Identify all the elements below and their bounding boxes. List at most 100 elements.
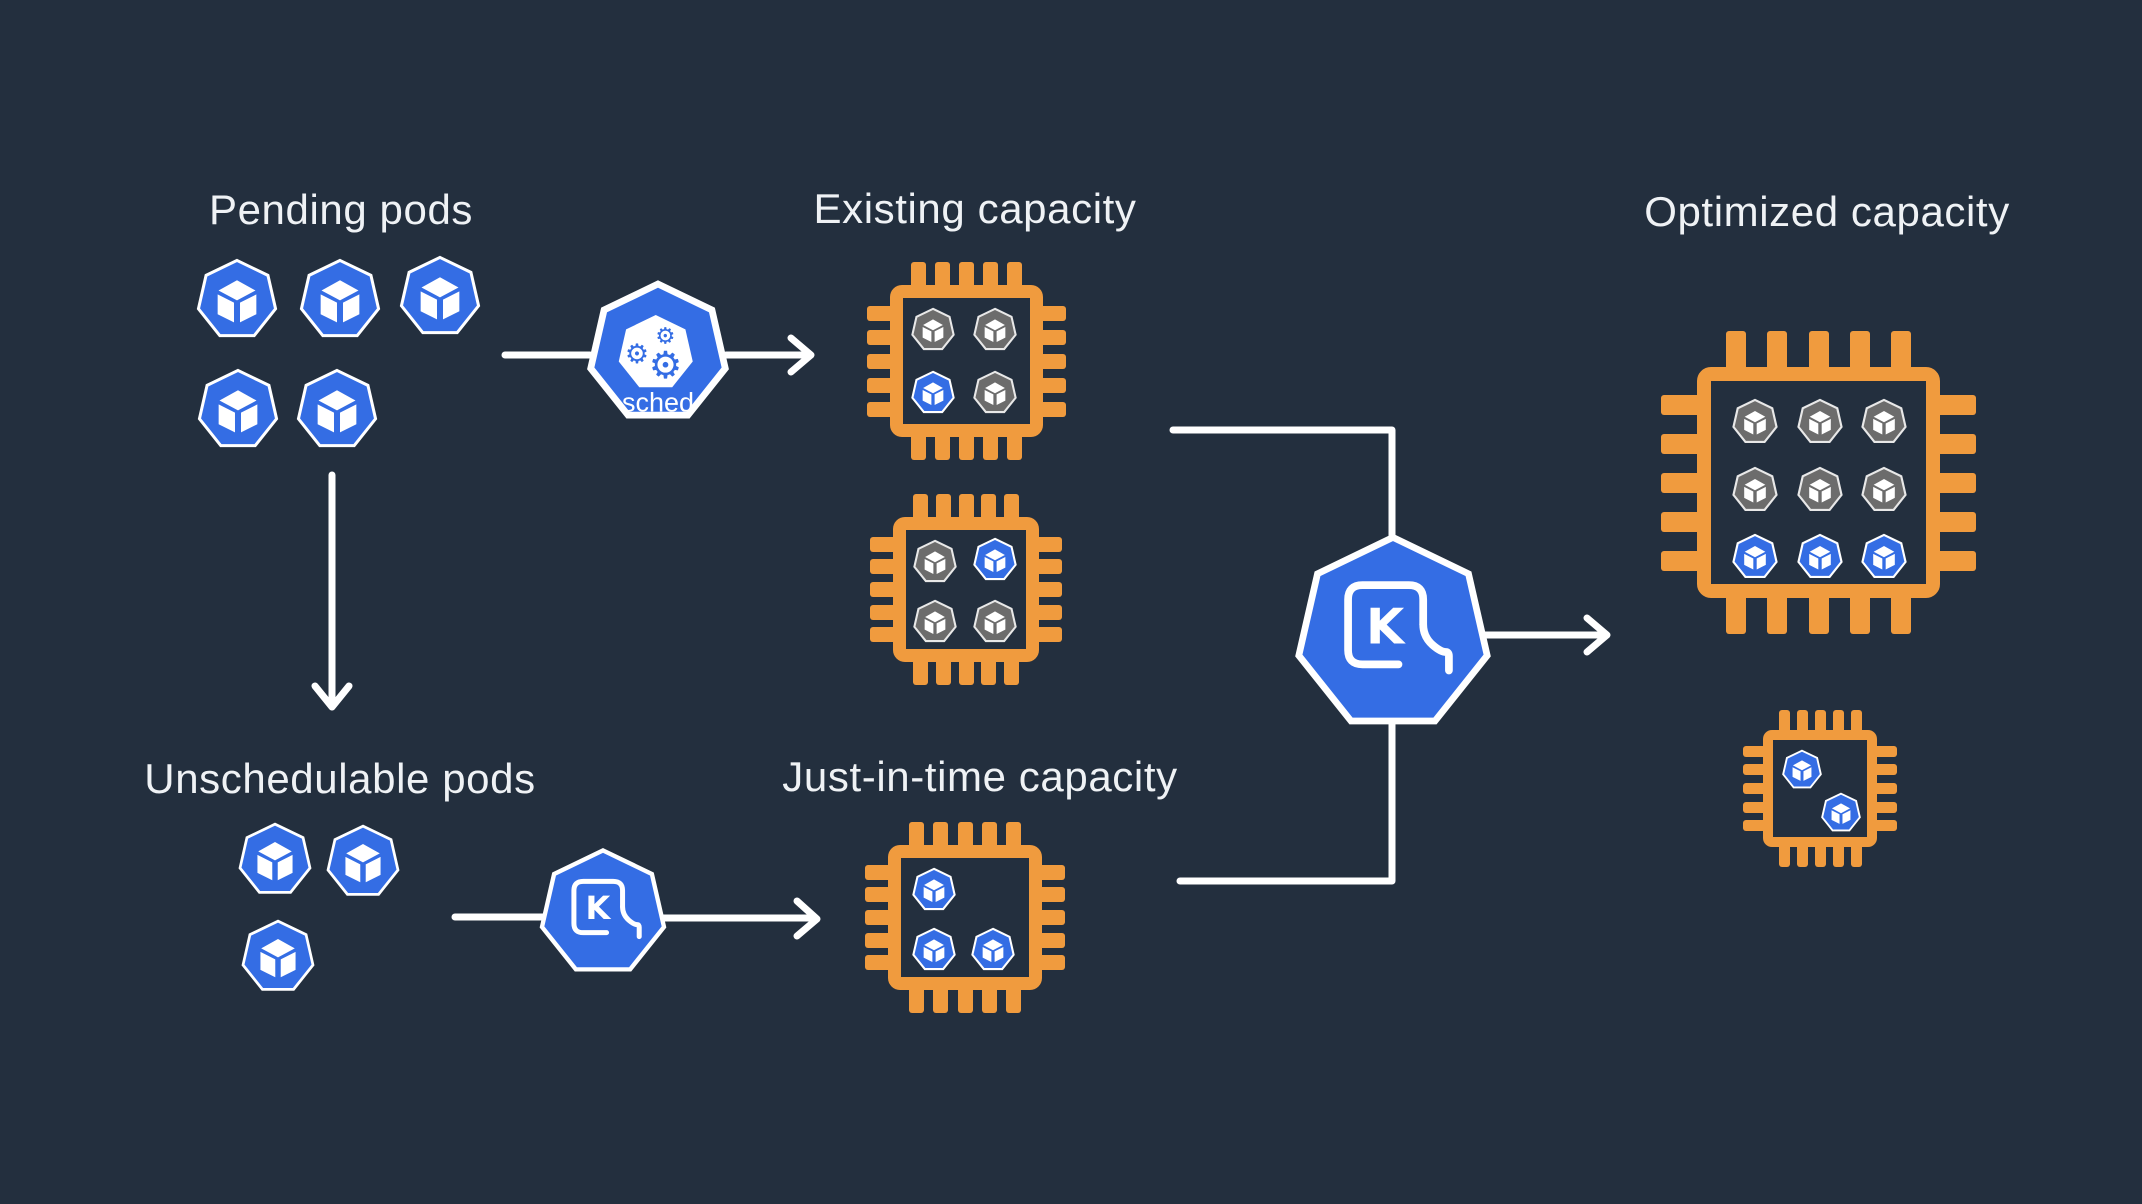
gear-icon: ⚙ (625, 339, 649, 370)
chip-pin (1725, 331, 1746, 373)
chip-pin (1006, 984, 1022, 1013)
pod-icon (238, 822, 312, 894)
chip-pin (910, 262, 926, 291)
pod-icon (973, 599, 1017, 643)
pod-icon (971, 927, 1015, 971)
chip-existing-2-pod (972, 599, 1018, 645)
chip-pin (933, 822, 949, 851)
chip-pin (1849, 592, 1870, 634)
chip-pin (867, 329, 896, 345)
chip-existing-2-pod (912, 599, 958, 645)
chip-optimized-large-pod (1731, 398, 1779, 446)
chip-jit-pod (970, 927, 1016, 973)
chip-pin (1871, 820, 1897, 832)
arrow-karpenter-to-optimized (1476, 614, 1611, 656)
chip-pin (1934, 472, 1976, 493)
pod-icon (913, 599, 957, 643)
chip-pin (1007, 431, 1023, 460)
chip-pin (1037, 353, 1066, 369)
chip-existing-1-pod (910, 370, 956, 416)
chip-pin (867, 353, 896, 369)
chip-optimized-large-pod (1731, 533, 1779, 581)
chip-pin (867, 401, 896, 417)
karpenter-heptagon (539, 848, 667, 972)
pod-icon (299, 258, 381, 338)
chip-pin (865, 864, 894, 880)
arrow-scheduler-to-existing (722, 334, 815, 376)
chip-pin (1871, 801, 1897, 813)
chip-pin (957, 822, 973, 851)
chip-pin (1814, 841, 1826, 867)
arrow-pending-to-unschedulable (311, 471, 353, 711)
chip-pin (912, 656, 928, 685)
pod-icon (1732, 466, 1778, 511)
chip-pin (870, 582, 899, 597)
chip-optimized-small (1743, 710, 1897, 867)
karpenter-tape-body (1344, 581, 1428, 669)
chip-jit-pod (911, 927, 957, 973)
chip-pin (1891, 331, 1912, 373)
jit-capacity-label: Just-in-time capacity (782, 753, 1178, 800)
chip-pin (867, 377, 896, 393)
chip-pin (1033, 604, 1062, 620)
chip-pin (1037, 377, 1066, 393)
pending-pods-group-pod (397, 254, 483, 340)
pod-icon (1732, 533, 1778, 578)
chip-pin (1808, 592, 1829, 634)
chip-pin (1036, 864, 1065, 880)
chip-pin (935, 494, 951, 523)
chip-pin (1871, 745, 1897, 757)
chip-pin (1036, 910, 1065, 925)
pod-icon (1797, 466, 1843, 511)
karpenter-tape-body (571, 878, 626, 936)
scheduler-label: sched (622, 388, 694, 418)
pod-icon (913, 539, 957, 583)
pod-icon (911, 370, 955, 414)
optimized-capacity-label: Optimized capacity (1644, 188, 2010, 235)
pod-icon (1861, 398, 1907, 443)
chip-pin (1004, 494, 1020, 523)
chip-pin (1033, 627, 1062, 643)
pod-icon (399, 255, 481, 335)
chip-pin (981, 822, 997, 851)
chip-pin (870, 604, 899, 620)
pending-pods-group-pod (297, 257, 383, 343)
chip-pin (1037, 401, 1066, 417)
chip-pin (959, 262, 974, 291)
chip-pin (934, 262, 950, 291)
pod-icon (1782, 749, 1822, 789)
chip-optimized-large-pod (1796, 398, 1844, 446)
chip-pin (1743, 745, 1769, 757)
chip-pin (1934, 550, 1976, 571)
chip-pin (959, 431, 974, 460)
line-existing-to-karpenter (1169, 426, 1396, 574)
chip-pin (1871, 783, 1897, 794)
pod-icon (1732, 398, 1778, 443)
chip-pin (1832, 841, 1844, 867)
karpenter-tape-tail (620, 904, 642, 940)
chip-pin (1033, 582, 1062, 597)
chip-optimized-small-pod (1781, 749, 1823, 791)
chip-pin (1661, 550, 1703, 571)
chip-pin (908, 822, 924, 851)
chip-pin (1037, 329, 1066, 345)
chip-pin (1661, 394, 1703, 415)
chip-pin (1778, 841, 1790, 867)
pod-icon (241, 919, 315, 991)
chip-existing-2-pod (972, 537, 1018, 583)
chip-existing-1 (867, 262, 1066, 460)
chip-pin (958, 656, 974, 685)
chip-pin (1007, 262, 1023, 291)
karpenter-heptagon (1295, 533, 1491, 725)
chip-pin (1849, 331, 1870, 373)
pod-icon (196, 258, 278, 338)
chip-pin (867, 305, 896, 321)
chip-jit-pod (911, 867, 957, 913)
chip-pin (1778, 710, 1790, 736)
pod-icon (973, 370, 1017, 414)
chip-pin (1891, 592, 1912, 634)
pod-icon (912, 867, 956, 911)
chip-pin (1033, 536, 1062, 552)
chip-optimized-large-pod (1731, 466, 1779, 514)
chip-pin (981, 984, 997, 1013)
